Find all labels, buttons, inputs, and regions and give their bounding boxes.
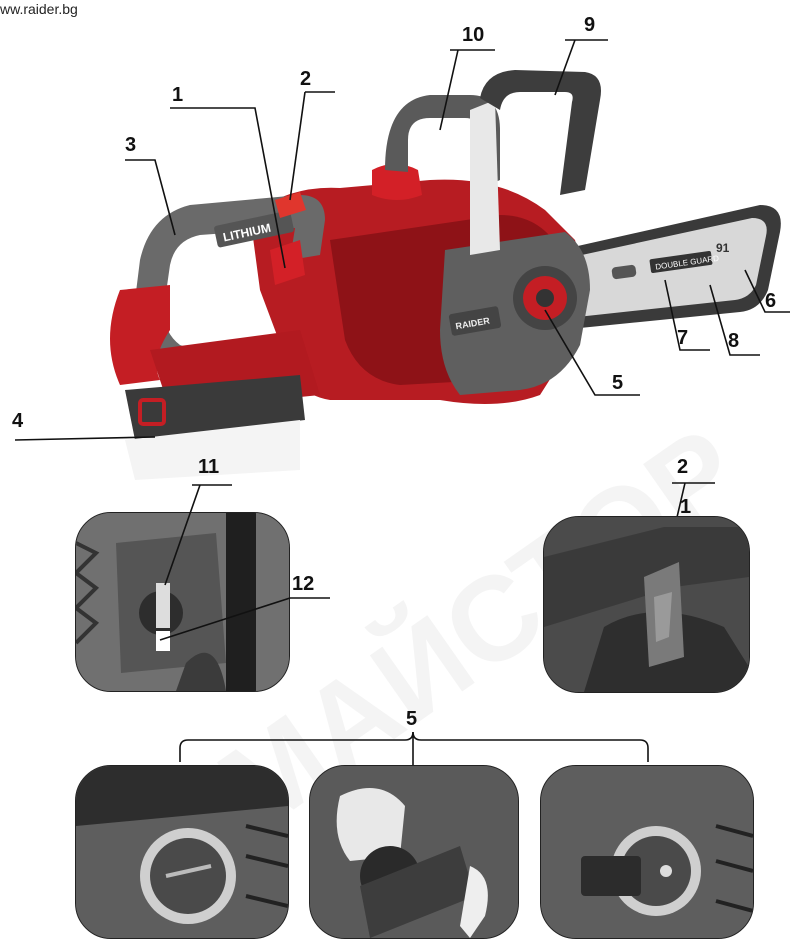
callout-inset-1: 1: [680, 496, 692, 518]
callout-2: 2: [300, 68, 312, 90]
inset-photo-tension-3: [540, 765, 754, 939]
callout-8: 8: [728, 330, 740, 352]
callout-5: 5: [612, 372, 624, 394]
callout-10: 10: [462, 24, 485, 46]
callout-3: 3: [125, 134, 137, 156]
battery-pack: [125, 375, 305, 440]
callout-11: 11: [198, 456, 220, 478]
inset-photo-tension-2: [309, 765, 519, 939]
callout-6: 6: [765, 290, 777, 312]
callout-1: 1: [172, 84, 184, 106]
inset-photo-tension-1: [75, 765, 289, 939]
chain-brake-guard: [480, 70, 601, 195]
rear-handle: [134, 195, 325, 392]
callout-group-5: 5: [406, 708, 418, 730]
hand-guard-bracket: [470, 100, 500, 255]
guide-bar: DOUBLE GUARD 91: [560, 205, 781, 330]
callout-9: 9: [584, 14, 596, 36]
bar-number: 91: [716, 241, 730, 255]
inset-photo-trigger: [543, 516, 750, 693]
callout-inset-2: 2: [677, 456, 689, 478]
callout-12: 12: [292, 573, 315, 595]
lock-off-button: [275, 192, 306, 218]
trigger: [270, 240, 305, 285]
callout-7: 7: [677, 327, 689, 349]
callout-4: 4: [12, 410, 24, 432]
website-url: ww.raider.bg: [0, 1, 78, 17]
inset-photo-switch: [75, 512, 290, 692]
